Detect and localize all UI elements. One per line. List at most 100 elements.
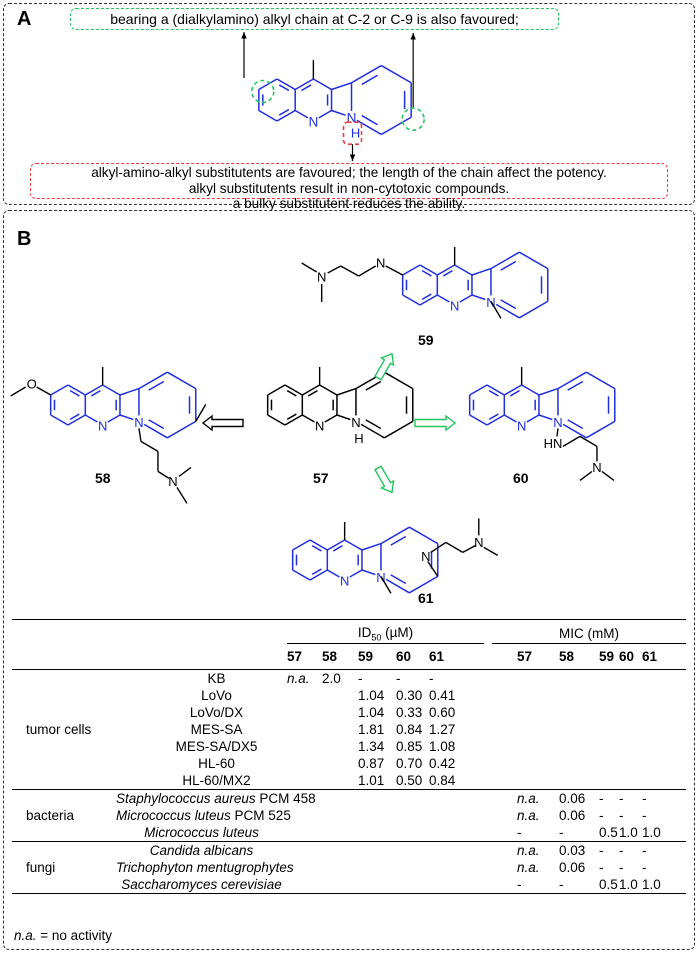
column-header: 58	[322, 643, 358, 671]
mic-value: n.a.	[517, 860, 540, 876]
compound-label-60: 60	[513, 470, 529, 486]
bond	[67, 414, 86, 426]
id50-value	[322, 755, 358, 772]
id50-value: 1.04	[358, 705, 385, 721]
mic-value: 0.5	[599, 877, 618, 893]
bond	[402, 294, 421, 306]
indole-nitrogen-bg	[551, 415, 564, 428]
bond	[307, 389, 318, 397]
bond	[286, 389, 297, 397]
id50-value	[287, 755, 322, 772]
id50-value: 1.04	[358, 688, 385, 704]
mic-value	[517, 721, 559, 738]
compound-label-59: 59	[418, 332, 434, 348]
mic-header: MIC (mM)	[492, 619, 686, 644]
mic-value: -	[517, 824, 559, 843]
table-cell	[492, 687, 517, 704]
mic-value: 0.06	[559, 860, 586, 876]
bond	[361, 74, 378, 86]
id50-value: 0.42	[429, 756, 456, 772]
id50-value	[396, 876, 429, 894]
id50-value	[429, 790, 484, 808]
bond	[383, 420, 414, 439]
mic-value: -	[642, 843, 647, 859]
indole-nitrogen: N	[347, 111, 357, 126]
bond	[585, 371, 616, 390]
nh-highlight	[342, 121, 363, 146]
column-header: 61	[642, 643, 686, 671]
mic-value: -	[559, 877, 564, 893]
id50-value	[322, 687, 358, 704]
chain-59	[358, 265, 377, 277]
table-cell	[12, 619, 287, 643]
id50-value	[287, 687, 322, 704]
arrow-to-61	[374, 465, 395, 494]
amine-n-59: N	[376, 256, 385, 271]
n-methyl-59	[490, 301, 502, 319]
bond	[488, 413, 499, 421]
mic-value: -	[619, 860, 624, 876]
id50-value: -	[358, 671, 363, 687]
bond	[585, 420, 616, 439]
bond	[419, 264, 438, 276]
group-name: tumor cells	[26, 722, 92, 738]
table-cell	[484, 721, 492, 738]
id50-value	[287, 824, 322, 843]
bond	[278, 108, 290, 116]
row-label: LoVo/DX	[189, 705, 244, 721]
row-label: Micrococcus luteus	[12, 824, 287, 843]
id50-value	[358, 790, 396, 808]
c9-highlight	[401, 107, 425, 132]
mic-value	[642, 721, 686, 738]
chain-61	[427, 561, 439, 577]
c2-highlight	[251, 79, 275, 104]
id50-value	[396, 859, 429, 876]
mic-value	[559, 738, 599, 755]
arrow-to-top-note-head	[241, 32, 247, 39]
mic-value: 1.0	[619, 877, 638, 893]
ring-nitrogen-bg	[515, 419, 528, 431]
panel-b-label: B	[17, 228, 32, 250]
bond	[326, 539, 346, 551]
mic-value	[517, 687, 559, 704]
mic-value: -	[559, 824, 599, 843]
table-cell	[492, 876, 517, 894]
mic-value	[619, 704, 642, 721]
mic-value	[559, 704, 599, 721]
arrow-to-60	[414, 414, 457, 432]
bond	[518, 251, 549, 270]
bond	[258, 78, 278, 91]
note-line-3: a bulky substitutent reduces the ability…	[232, 196, 466, 211]
id50-value	[429, 807, 484, 824]
id50-value	[396, 842, 429, 860]
id50-value: 1.81	[358, 722, 385, 738]
bond	[301, 384, 321, 396]
row-label: LoVo	[201, 688, 232, 704]
id50-value	[287, 738, 322, 755]
id50-value	[358, 842, 396, 860]
bond	[538, 387, 559, 396]
mic-value: -	[599, 843, 604, 859]
table-cell	[484, 755, 492, 772]
bond	[166, 420, 197, 439]
mic-value	[559, 721, 599, 738]
bond	[500, 260, 517, 271]
bond	[331, 82, 352, 91]
bond	[166, 371, 197, 390]
table-cell	[492, 704, 517, 721]
id50-value	[322, 790, 358, 808]
n-n-bond	[556, 428, 559, 437]
bond	[50, 414, 69, 426]
bond	[276, 109, 296, 122]
chain-61	[462, 544, 477, 554]
note-line-2: alkyl substitutents result in non-cytoto…	[188, 181, 510, 196]
id50-value	[322, 738, 358, 755]
id50-value	[322, 876, 358, 894]
methyl-61b	[483, 546, 499, 557]
id50-value: 2.0	[322, 671, 341, 687]
